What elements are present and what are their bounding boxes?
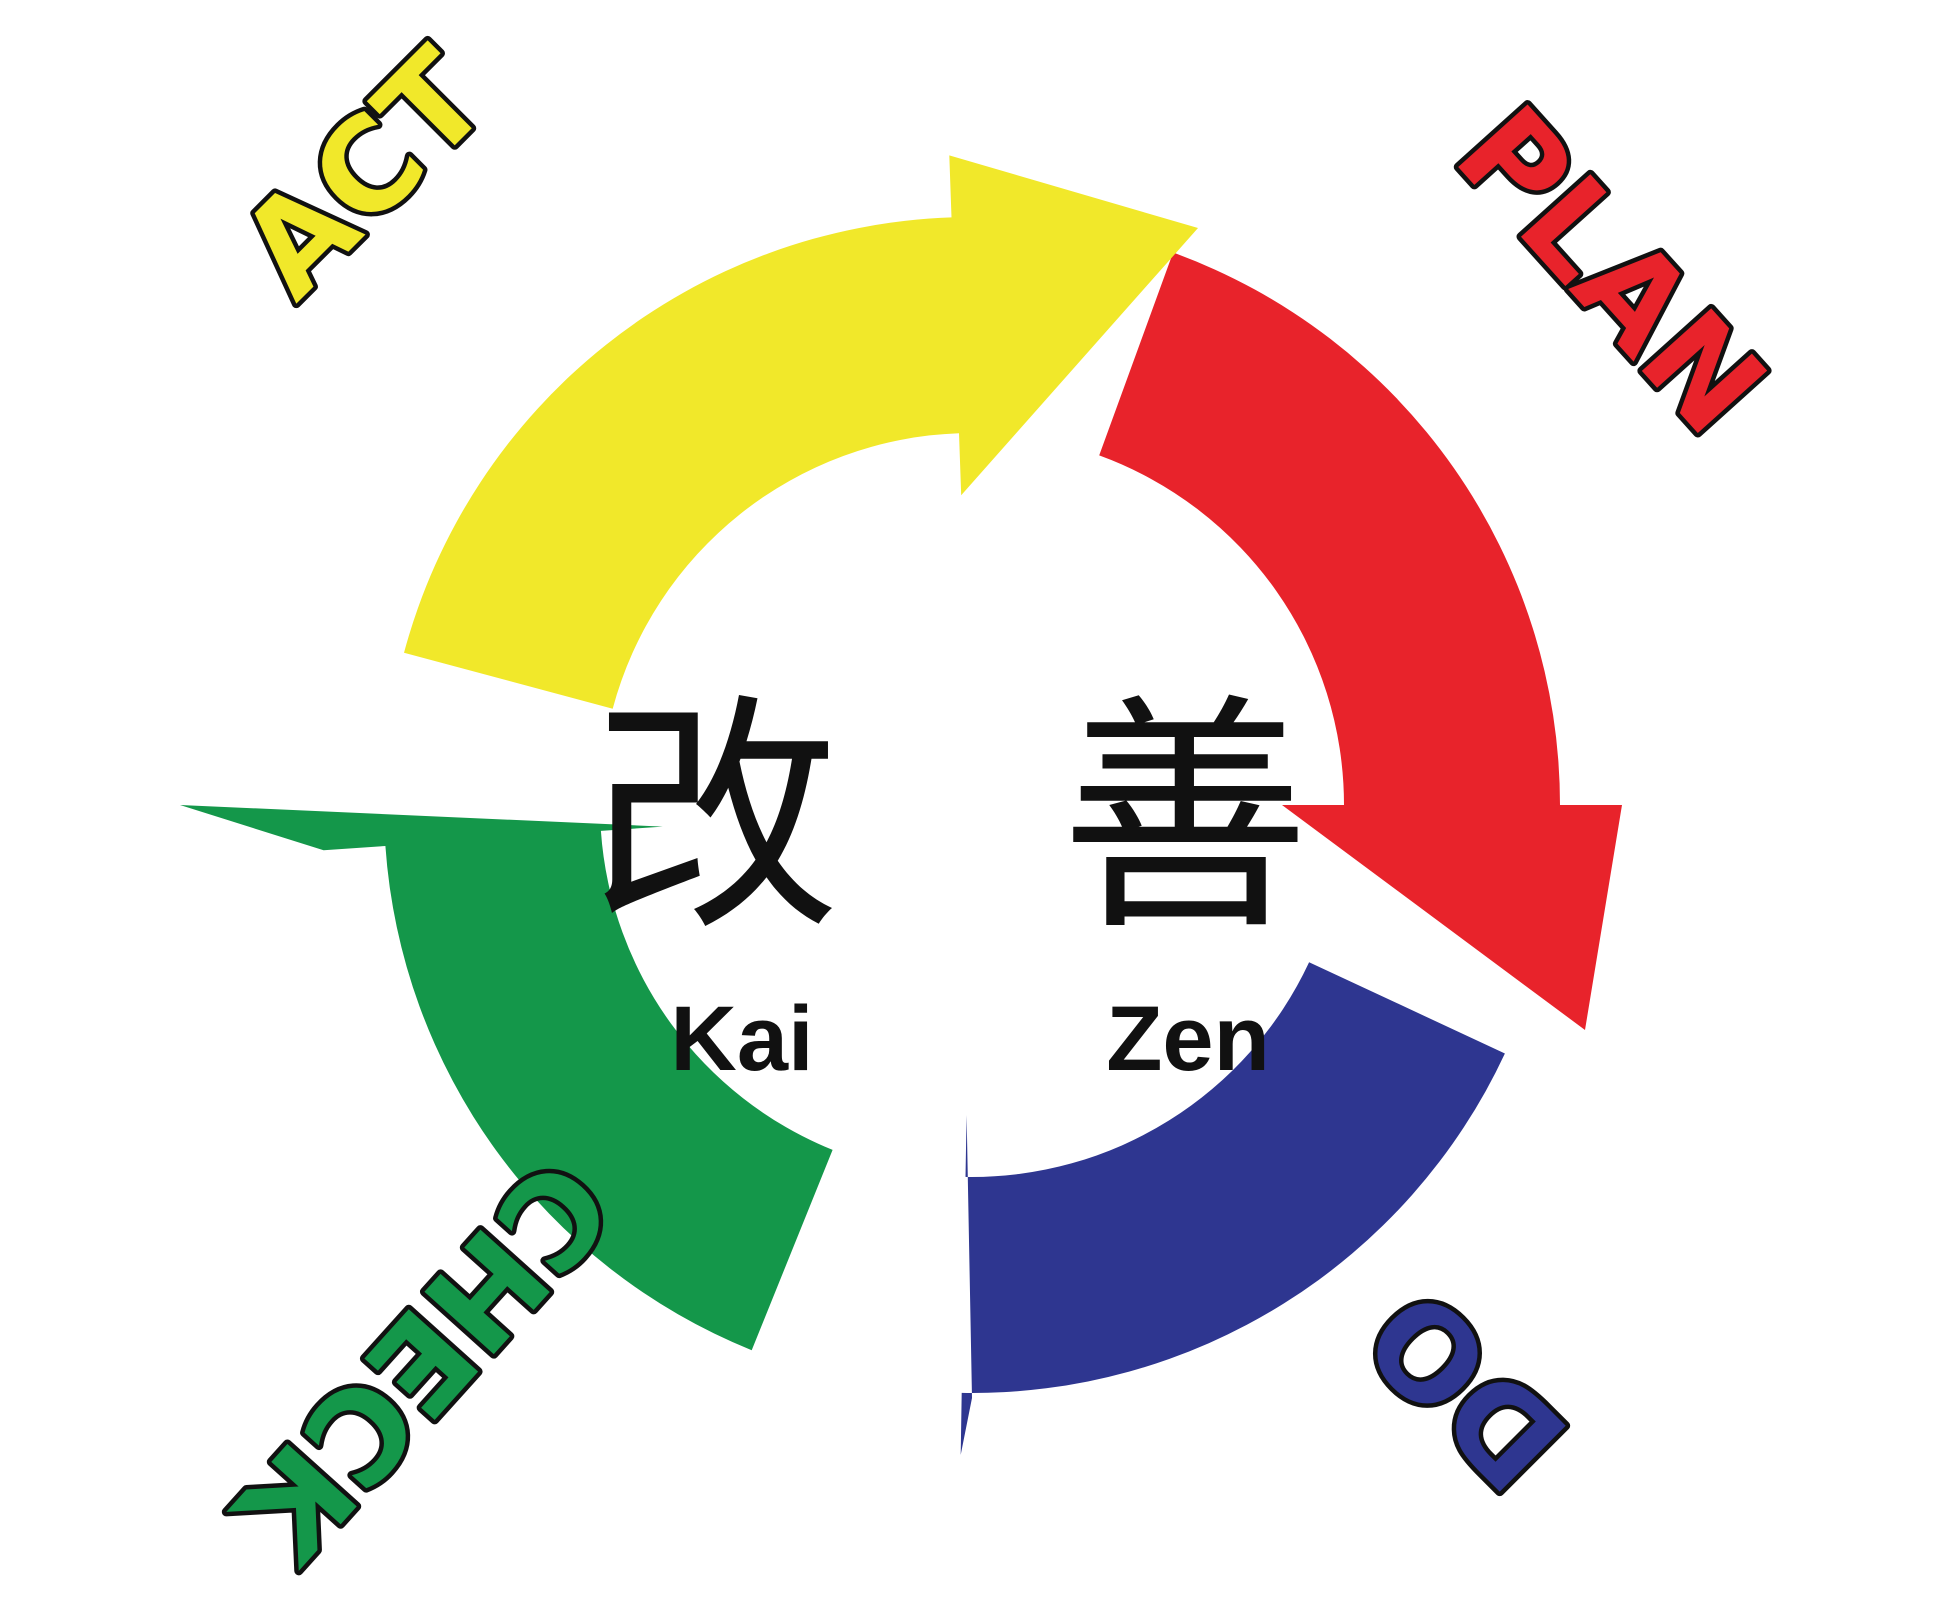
act-arrow (404, 155, 1198, 709)
romaji-zen: Zen (1106, 988, 1270, 1090)
act-label: ACT (212, 22, 516, 326)
plan-label: PLAN (1427, 79, 1793, 462)
kanji-zen: 善 (1060, 673, 1310, 964)
check-label: CHECK (203, 1130, 639, 1591)
do-label: DO (1339, 1260, 1596, 1517)
romaji-kai: Kai (670, 988, 813, 1090)
do-arrow (960, 962, 1505, 1455)
plan-arrow (1099, 252, 1622, 1030)
kanji-kai: 改 (590, 673, 840, 964)
check-arrow (180, 805, 833, 1351)
